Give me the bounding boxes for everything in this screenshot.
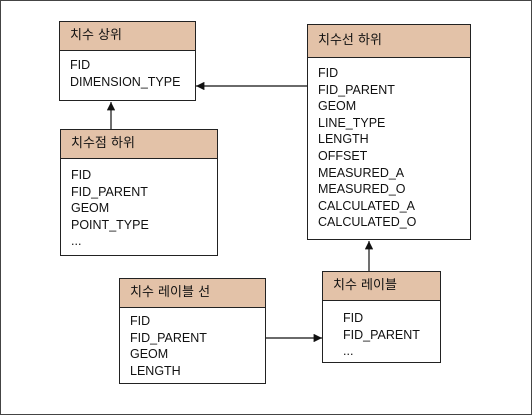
field: GEOM	[130, 347, 169, 362]
entity-title: 치수선 하위	[308, 25, 470, 58]
field: FID_PARENT	[343, 327, 420, 342]
field: ...	[343, 344, 354, 359]
field: FID	[343, 311, 364, 325]
field: GEOM	[318, 99, 357, 114]
entity-dimension-label: 치수 레이블 FID FID_PARENT ...	[322, 271, 441, 363]
field: POINT_TYPE	[71, 217, 149, 232]
field: MEASURED_A	[318, 165, 405, 180]
field: DIMENSION_TYPE	[70, 74, 181, 89]
entity-fields: FID FID_PARENT GEOM LINE_TYPE LENGTH OFF…	[308, 58, 470, 231]
field: FID	[318, 66, 339, 80]
field: LENGTH	[318, 132, 369, 147]
field: FID	[70, 58, 91, 72]
entity-dimension-line-child: 치수선 하위 FID FID_PARENT GEOM LINE_TYPE LEN…	[307, 24, 471, 240]
field: CALCULATED_O	[318, 215, 417, 230]
entity-dimension-label-line: 치수 레이블 선 FID FID_PARENT GEOM LENGTH	[119, 278, 266, 384]
field: FID_PARENT	[130, 330, 207, 345]
entity-fields: FID FID_PARENT GEOM LENGTH	[120, 308, 265, 379]
field: CALCULATED_A	[318, 198, 416, 213]
entity-title: 치수 레이블	[323, 272, 440, 301]
entity-dimension-point-child: 치수점 하위 FID FID_PARENT GEOM POINT_TYPE ..…	[60, 129, 218, 256]
entity-title: 치수 레이블 선	[120, 279, 265, 308]
entity-dimension-parent: 치수 상위 FID DIMENSION_TYPE	[59, 21, 196, 101]
field: OFFSET	[318, 148, 368, 163]
entity-fields: FID DIMENSION_TYPE	[60, 51, 195, 90]
field: MEASURED_O	[318, 182, 406, 197]
field: LENGTH	[130, 363, 181, 378]
field: FID	[130, 314, 151, 328]
entity-title: 치수 상위	[60, 22, 195, 51]
entity-fields: FID FID_PARENT GEOM POINT_TYPE ...	[61, 159, 217, 250]
field: ...	[71, 234, 82, 249]
field: FID	[71, 168, 92, 182]
field: LINE_TYPE	[318, 115, 386, 130]
field: FID_PARENT	[318, 82, 395, 97]
entity-fields: FID FID_PARENT ...	[323, 301, 440, 360]
field: FID_PARENT	[71, 184, 148, 199]
field: GEOM	[71, 201, 110, 216]
entity-title: 치수점 하위	[61, 130, 217, 159]
